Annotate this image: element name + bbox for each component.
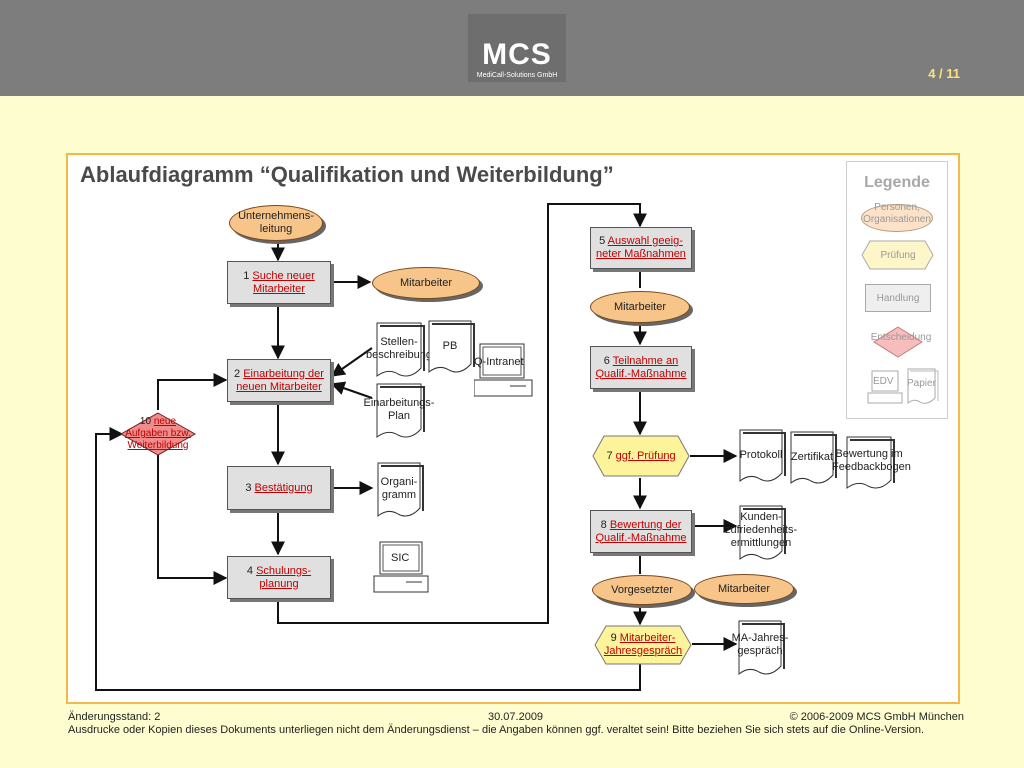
doc-label: Protokoll xyxy=(739,449,783,461)
logo-text: MCS xyxy=(482,38,552,71)
step-9-number: 9 xyxy=(610,632,617,644)
legend-title: Legende xyxy=(864,174,930,191)
doc-label: Zertifikat xyxy=(790,451,834,463)
step-1-box: 1 Suche neuer Mitarbeiter xyxy=(227,261,331,304)
doc-stellenbeschreibung: Stellen- beschreibung xyxy=(366,322,432,380)
doc-pb: PB xyxy=(428,320,475,374)
step-4-link[interactable]: Schulungs- planung xyxy=(256,564,312,590)
step-2-link[interactable]: Einarbeitung der neuen Mitarbeiter xyxy=(236,367,324,393)
step-4-box: 4 Schulungs- planung xyxy=(227,556,331,599)
legend-paper-label: Papier xyxy=(907,378,936,389)
doc-zertifikat: Zertifikat xyxy=(790,431,837,485)
step-8-link[interactable]: Bewertung der Qualif.-Maßnahme xyxy=(595,518,687,544)
doc-label: PB xyxy=(442,340,458,352)
step-5-box: 5 Auswahl geeig- neter Maßnahmen xyxy=(590,227,692,269)
node-label: Unternehmens- leitung xyxy=(238,210,314,235)
legend-edv-shape xyxy=(867,370,903,404)
legend-decision-shape xyxy=(873,326,923,358)
doc-bewertung-feedbackbogen: Bewertung im Feedbackbogen xyxy=(832,436,911,490)
step-6-box: 6 Teilnahme an Qualif.-Maßnahme xyxy=(590,346,692,389)
diagram-frame xyxy=(66,153,960,704)
legend-decision-label: Entscheidung xyxy=(870,332,932,343)
doc-einarbeitungsplan: Einarbeitungs- Plan xyxy=(364,383,434,439)
footer-date: 30.07.2009 xyxy=(488,711,544,723)
step-8-number: 8 xyxy=(600,518,607,531)
step-1-number: 1 xyxy=(243,269,250,282)
logo-subtitle: MediCall-Solutions GmbH xyxy=(476,72,558,79)
node-vorgesetzter: Vorgesetzter xyxy=(592,575,692,605)
legend-person-label: Personen, Organisationen xyxy=(863,202,931,225)
doc-label: Stellen- beschreibung xyxy=(365,336,433,361)
step-2-box: 2 Einarbeitung der neuen Mitarbeiter xyxy=(227,359,331,402)
header-bar: MCS MediCall-Solutions GmbH 4 / 11 xyxy=(0,0,1024,96)
legend-check-shape xyxy=(861,240,934,270)
step-3-box: 3 Bestätigung xyxy=(227,466,331,510)
step-9-link[interactable]: Mitarbeiter- Jahresgespräch xyxy=(603,632,683,657)
legend-panel: Legende Personen, Organisationen Prüfung… xyxy=(846,161,948,419)
mcs-logo: MCS MediCall-Solutions GmbH xyxy=(468,14,566,82)
step-10-number: 10 xyxy=(139,416,152,427)
doc-label: Bewertung im Feedbackbogen xyxy=(832,448,911,473)
edv-sic: SIC xyxy=(372,540,432,596)
edv-label: SIC xyxy=(391,552,410,564)
step-5-link[interactable]: Auswahl geeig- neter Maßnahmen xyxy=(596,235,686,260)
legend-paper-shape xyxy=(907,368,939,405)
step-5-number: 5 xyxy=(599,235,606,247)
step-7-link[interactable]: ggf. Prüfung xyxy=(615,449,676,462)
doc-kundenzufriedenheit: Kunden- zufriedenheits- ermittlungen xyxy=(725,505,797,561)
check-step-7: 7 ggf. Prüfung xyxy=(592,435,690,477)
step-3-link[interactable]: Bestätigung xyxy=(254,481,313,494)
legend-person-shape xyxy=(861,204,933,232)
legend-check-label: Prüfung xyxy=(880,250,916,261)
page-number: 4 / 11 xyxy=(928,66,960,81)
doc-label: Organi- gramm xyxy=(380,476,418,501)
legend-edv-label: EDV xyxy=(873,376,894,387)
legend-action-label: Handlung xyxy=(865,284,931,312)
footer-note: Ausdrucke oder Kopien dieses Dokuments u… xyxy=(68,724,925,736)
edv-label: Q-Intranet xyxy=(474,356,524,368)
doc-organigramm: Organi- gramm xyxy=(377,462,424,518)
step-7-number: 7 xyxy=(606,449,613,462)
doc-label: MA-Jahres- gespräch xyxy=(731,632,789,657)
step-3-number: 3 xyxy=(245,481,252,494)
node-mitarbeiter-3: Mitarbeiter xyxy=(694,574,794,604)
check-step-9: 9 Mitarbeiter- Jahresgespräch xyxy=(594,625,692,665)
step-4-number: 4 xyxy=(246,564,253,577)
page-title: Ablaufdiagramm “Qualifikation und Weiter… xyxy=(80,162,614,187)
step-1-link[interactable]: Suche neuer Mitarbeiter xyxy=(252,269,315,295)
step-10-link[interactable]: neue Aufgaben bzw. Weiterbildung xyxy=(125,416,191,451)
doc-label: Einarbeitungs- Plan xyxy=(363,397,435,422)
step-2-number: 2 xyxy=(234,367,241,380)
node-unternehmensleitung: Unternehmens- leitung xyxy=(229,205,323,241)
step-6-number: 6 xyxy=(603,354,610,367)
step-6-link[interactable]: Teilnahme an Qualif.-Maßnahme xyxy=(595,354,687,380)
node-mitarbeiter-2: Mitarbeiter xyxy=(590,291,690,323)
decision-step-10: 10 neue Aufgaben bzw. Weiterbildung xyxy=(120,412,197,456)
step-8-box: 8 Bewertung der Qualif.-Maßnahme xyxy=(590,510,692,553)
node-mitarbeiter-1: Mitarbeiter xyxy=(372,267,480,299)
footer-copyright: © 2006-2009 MCS GmbH München xyxy=(789,711,964,723)
footer-status: Änderungsstand: 2 xyxy=(68,711,161,723)
doc-ma-jahresgespraech: MA-Jahres- gespräch xyxy=(732,620,788,676)
doc-protokoll: Protokoll xyxy=(739,429,786,483)
doc-label: Kunden- zufriedenheits- ermittlungen xyxy=(725,511,798,549)
edv-q-intranet: Q-Intranet xyxy=(474,342,540,400)
